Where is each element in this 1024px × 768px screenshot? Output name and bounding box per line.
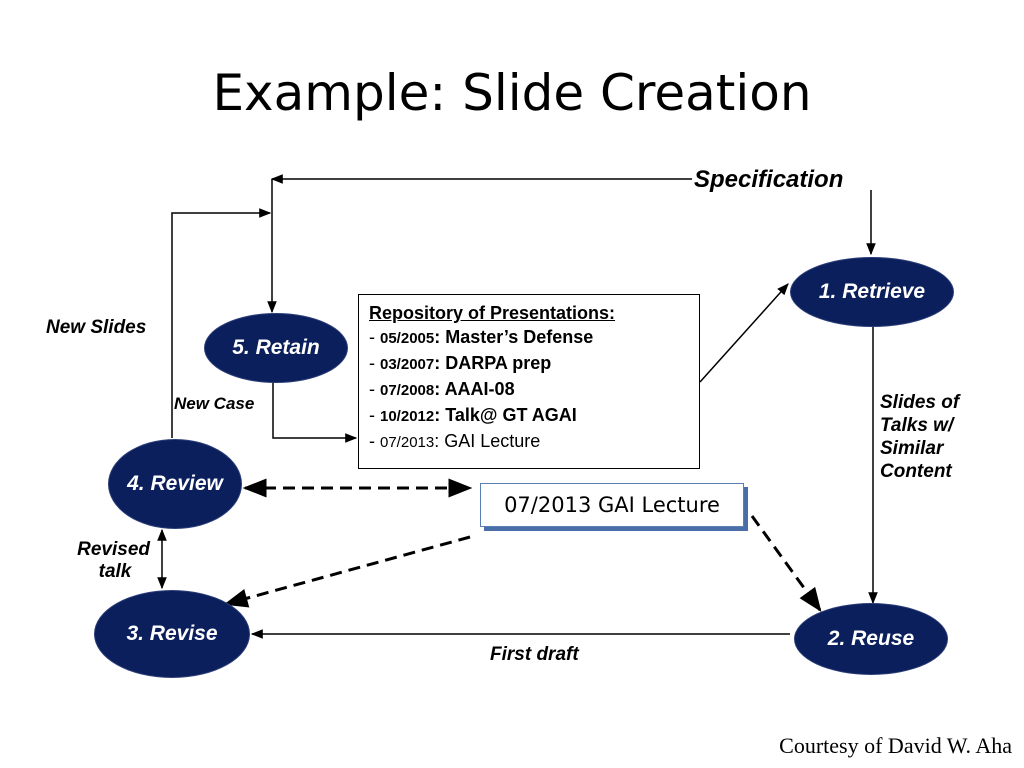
revised-talk-label: Revised talk (62, 539, 150, 583)
revised-line-1: Revised (77, 539, 150, 560)
repository-item: - 10/2012: Talk@ GT AGAI (369, 405, 577, 425)
repository-item: - 07/2008: AAAI-08 (369, 379, 515, 399)
similar-line-2: Talks w/ (880, 415, 954, 436)
similar-line-1: Slides of (880, 392, 960, 413)
similar-line-3: Similar (880, 438, 944, 459)
lecture-reuse-dashed-arrow (750, 515, 822, 612)
repository-item: - 05/2005: Master’s Defense (369, 327, 594, 347)
courtesy-credit: Courtesy of David W. Aha (779, 733, 1012, 758)
specification-label: Specification (694, 166, 844, 193)
similar-content-label: Slides of Talks w/ Similar Content (880, 391, 990, 483)
node-review: 4. Review (108, 439, 242, 529)
new-case-label: New Case (174, 394, 255, 413)
revised-line-2: talk (98, 561, 132, 582)
new-slides-label: New Slides (46, 317, 147, 338)
new-case-line (272, 382, 358, 443)
first-draft-label: First draft (490, 644, 579, 665)
node-reuse: 2. Reuse (794, 603, 948, 675)
node-retain: 5. Retain (204, 313, 348, 383)
repository-item: - 07/2013: GAI Lecture (369, 431, 541, 451)
repo-to-retrieve-arrow (699, 283, 789, 383)
new-slides-line (171, 208, 272, 438)
repository-box: Repository of Presentations: - 05/2005: … (358, 294, 700, 469)
slide-title: Example: Slide Creation (212, 64, 812, 122)
lecture-revise-dashed-arrow (223, 535, 471, 608)
repository-item: - 03/2007: DARPA prep (369, 353, 552, 373)
similar-line-4: Content (880, 461, 952, 482)
lecture-card: 07/2013 GAI Lecture (480, 483, 744, 527)
node-retrieve: 1. Retrieve (790, 257, 954, 327)
node-revise: 3. Revise (94, 590, 250, 678)
repository-heading: Repository of Presentations: (369, 303, 616, 323)
